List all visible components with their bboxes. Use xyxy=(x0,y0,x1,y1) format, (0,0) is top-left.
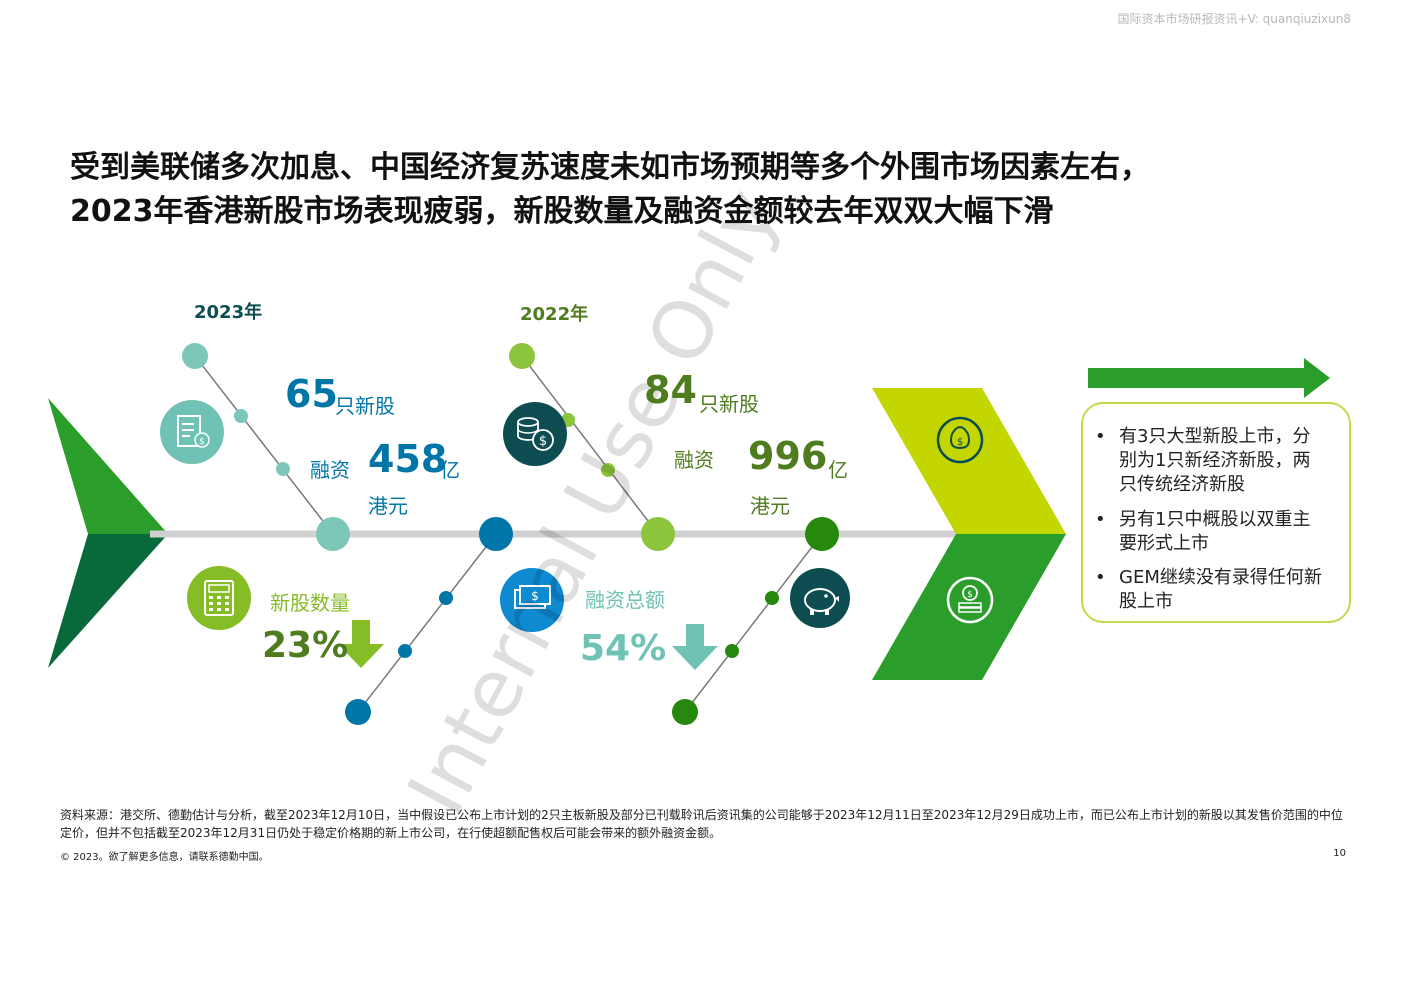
coins-icon: $ xyxy=(503,402,567,466)
piggy-bank-icon xyxy=(790,568,850,628)
copyright: © 2023。欲了解更多信息，请联系德勤中国。 xyxy=(60,852,269,863)
svg-text:$: $ xyxy=(967,590,973,600)
highlight-item: • 另有1只中概股以双重主 要形式上市 xyxy=(1083,508,1323,556)
funds-currency-2022: 港元 xyxy=(750,494,790,518)
down-arrow-icon xyxy=(672,624,718,670)
svg-text:$: $ xyxy=(957,437,963,448)
down-arrow-icon xyxy=(338,620,384,668)
funds-value-2023: 458 xyxy=(368,437,448,481)
ipo-unit-2022: 只新股 xyxy=(699,392,759,416)
rib-2022-upper xyxy=(521,355,659,535)
rib-node xyxy=(479,517,513,551)
diagonal-watermark: Internal Use Only xyxy=(390,174,797,829)
count-change-label: 新股数量 xyxy=(270,591,350,615)
right-arrow xyxy=(1088,358,1330,398)
rib-2022-lower xyxy=(684,533,823,713)
rib-node xyxy=(316,517,350,551)
rib-node xyxy=(276,462,290,476)
tail-upper-shape xyxy=(48,398,168,534)
rib-node xyxy=(509,343,535,369)
highlight-line: GEM继续没有录得任何新 xyxy=(1119,567,1322,588)
funds-currency-2023: 港元 xyxy=(368,494,408,518)
bullet-icon: • xyxy=(1095,567,1106,588)
header-watermark: 国际资本市场研报资讯+V: quanqiuzixun8 xyxy=(1117,12,1351,26)
rib-node xyxy=(641,517,675,551)
tail-lower-shape xyxy=(48,534,168,668)
page-title-line-2: 2023年香港新股市场表现疲弱，新股数量及融资金额较去年双双大幅下滑 xyxy=(70,194,1054,229)
funds-label-2023: 融资 xyxy=(310,458,350,482)
funds-unit-2022: 亿 xyxy=(828,458,848,482)
source-footnote: 资料来源：港交所、德勤估计与分析，截至2023年12月10日，当中假设已公布上市… xyxy=(60,808,1343,840)
ipo-count-2022: 84 xyxy=(644,368,697,412)
rib-node xyxy=(439,591,453,605)
page-title-line-1: 受到美联储多次加息、中国经济复苏速度未如市场预期等多个外围市场因素左右， xyxy=(70,150,1150,185)
calculator-icon xyxy=(187,566,251,630)
year-2022-label: 2022年 xyxy=(520,304,589,325)
rib-node xyxy=(234,409,248,423)
highlights-box: • 有3只大型新股上市，分 别为1只新经济新股，两 只传统经济新股 • 另有1只… xyxy=(1081,402,1351,623)
highlight-line: 有3只大型新股上市，分 xyxy=(1119,426,1311,447)
rib-node xyxy=(725,644,739,658)
funds-label-2022: 融资 xyxy=(674,448,714,472)
highlight-line: 别为1只新经济新股，两 xyxy=(1119,450,1311,471)
page-title: 受到美联储多次加息、中国经济复苏速度未如市场预期等多个外围市场因素左右， 202… xyxy=(70,146,1370,234)
rib-node xyxy=(805,517,839,551)
year-2023-label: 2023年 xyxy=(194,302,263,323)
svg-text:$: $ xyxy=(531,589,539,603)
highlight-item: • GEM继续没有录得任何新 股上市 xyxy=(1083,566,1323,614)
rib-node xyxy=(398,644,412,658)
page-number: 10 xyxy=(1333,848,1346,859)
rib-node xyxy=(182,343,208,369)
funds-change-label: 融资总额 xyxy=(585,588,665,612)
ipo-unit-2023: 只新股 xyxy=(335,394,395,418)
rib-node xyxy=(601,463,615,477)
highlight-line: 要形式上市 xyxy=(1119,533,1209,554)
rib-node xyxy=(765,591,779,605)
rib-2023-upper xyxy=(194,355,334,535)
svg-text:$: $ xyxy=(539,434,547,449)
banknote-icon: $ xyxy=(500,568,564,632)
highlight-line: 只传统经济新股 xyxy=(1119,474,1245,495)
document-dollar-icon: $ xyxy=(160,400,224,464)
funds-unit-2023: 亿 xyxy=(440,458,460,482)
bullet-icon: • xyxy=(1095,426,1106,447)
rib-2023-lower xyxy=(357,533,497,713)
highlight-line: 股上市 xyxy=(1119,591,1173,612)
highlight-line: 另有1只中概股以双重主 xyxy=(1119,509,1311,530)
rib-node xyxy=(345,699,371,725)
funds-change-value: 54% xyxy=(580,628,667,669)
highlight-item: • 有3只大型新股上市，分 别为1只新经济新股，两 只传统经济新股 xyxy=(1083,425,1323,497)
ipo-count-2023: 65 xyxy=(285,372,338,416)
bullet-icon: • xyxy=(1095,509,1106,530)
count-change-value: 23% xyxy=(262,625,349,666)
svg-text:$: $ xyxy=(199,437,205,447)
funds-value-2022: 996 xyxy=(748,434,828,478)
money-bag-icon: $ xyxy=(936,416,984,464)
coin-stack-icon: $ xyxy=(946,576,994,624)
rib-node xyxy=(672,699,698,725)
